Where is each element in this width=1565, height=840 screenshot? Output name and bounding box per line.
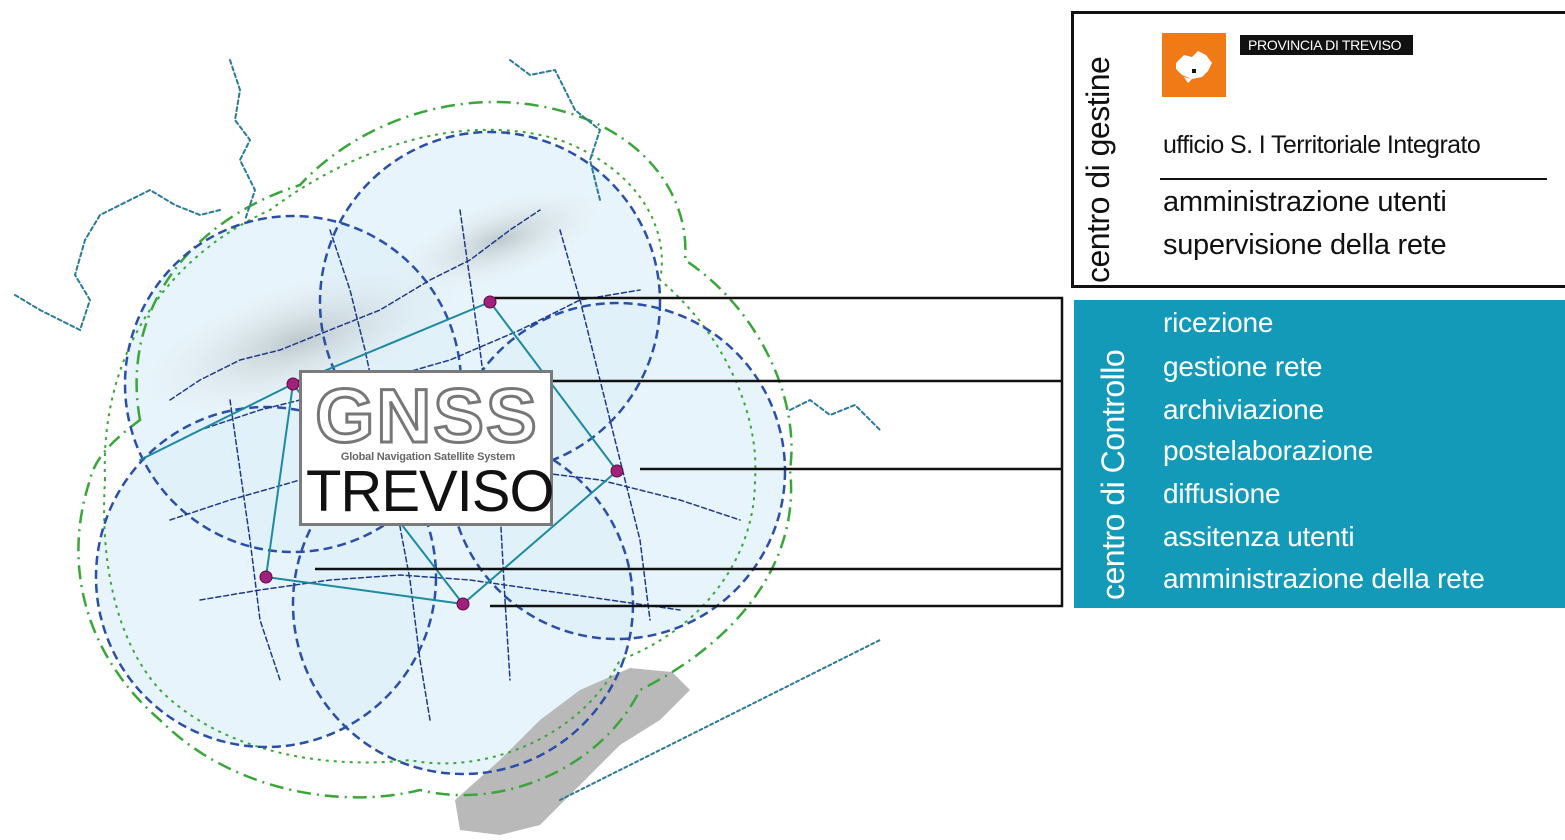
baseline: [489, 301, 618, 472]
station-west: [286, 377, 300, 391]
provincia-label: PROVINCIA DI TREVISO: [1240, 35, 1414, 55]
logo-name: TREVISO: [306, 459, 555, 524]
logo-subtitle: Global Navigation Satellite System: [340, 451, 516, 463]
station-southwest: [259, 570, 273, 584]
baseline: [139, 383, 294, 461]
centro-gestione-panel: [1071, 11, 1565, 288]
station-south: [456, 597, 470, 611]
provincia-logo-icon: [1162, 33, 1226, 97]
river-line: [14, 188, 221, 332]
river-line: [509, 59, 602, 201]
river-line: [199, 574, 681, 611]
gestione-item: amministrazione utenti: [1163, 186, 1447, 218]
outer-boundary: [77, 100, 793, 799]
connector-lines: [293, 296, 1064, 608]
controllo-item: postelaborazione: [1163, 435, 1374, 466]
centro-gestione-heading: centro di gestine: [1080, 56, 1116, 283]
coverage-outline-east: [447, 301, 787, 641]
gestione-item: supervisione della rete: [1163, 229, 1447, 261]
gnss-treviso-logo: GNSS Global Navigation Satellite System …: [299, 370, 555, 526]
controllo-item: archiviazione: [1163, 394, 1324, 425]
centro-controllo-panel: [1074, 300, 1565, 608]
river-line: [139, 289, 641, 461]
centro-controllo-heading: centro di Controllo: [1095, 349, 1131, 600]
divider: [1160, 178, 1547, 180]
provincia-emblem-icon: [1176, 51, 1212, 83]
controllo-item: diffusione: [1163, 478, 1281, 509]
controllo-item: ricezione: [1163, 307, 1274, 338]
logo-title: GNSS: [314, 374, 539, 459]
baseline: [265, 383, 294, 578]
controllo-item: gestione rete: [1163, 351, 1323, 382]
baseline: [265, 576, 464, 605]
lagoon-area: [455, 668, 690, 835]
baseline: [462, 470, 618, 605]
ufficio-label: ufficio S. I Territoriale Integrato: [1163, 131, 1481, 159]
coastline: [559, 639, 881, 801]
river-line: [789, 398, 881, 431]
mountain-relief-north: [395, 186, 605, 294]
station-east: [610, 464, 624, 478]
river-line: [169, 209, 541, 401]
coverage-outline-southwest: [94, 405, 438, 749]
controllo-item: amministrazione della rete: [1163, 563, 1485, 594]
station-north: [483, 295, 497, 309]
mountain-relief: [137, 262, 463, 418]
river-line: [229, 59, 257, 221]
controllo-item: assitenza utenti: [1163, 521, 1355, 552]
network-map: [14, 59, 1064, 835]
river-line: [229, 399, 281, 681]
river-line: [459, 209, 511, 681]
station-markers: [259, 295, 624, 611]
river-line: [559, 229, 651, 621]
